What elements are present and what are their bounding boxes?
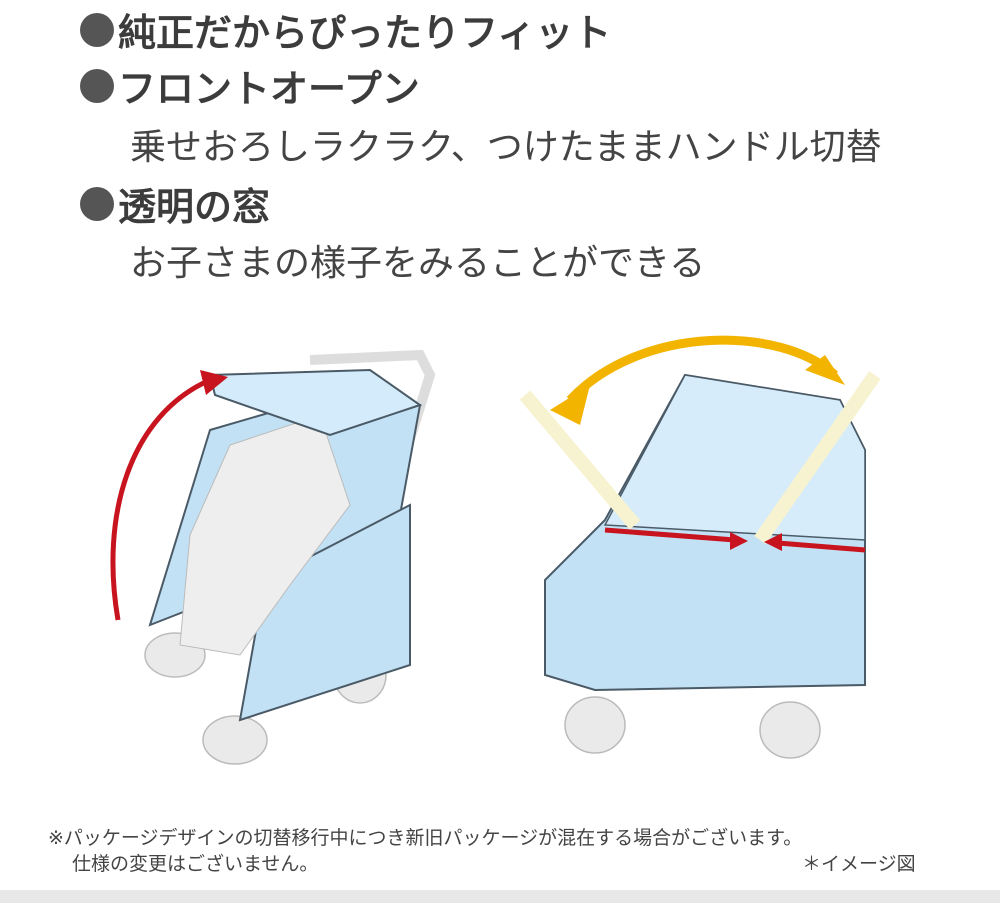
package-note: ※パッケージデザインの切替移行中につき新旧パッケージが混在する場合がございます。 bbox=[48, 827, 803, 849]
cover-roof-flap bbox=[208, 368, 423, 437]
yellow-double-arrow bbox=[566, 335, 839, 404]
arrow-head-right bbox=[805, 355, 845, 385]
image-caption: ＊イメージ図 bbox=[802, 853, 916, 875]
feature-title: 透明の窓 bbox=[118, 185, 271, 229]
cover-back bbox=[238, 503, 411, 722]
arrow-head-left bbox=[550, 385, 590, 425]
stroller-wheels bbox=[564, 696, 821, 759]
handle-left bbox=[520, 390, 641, 530]
zipper-arrow-right bbox=[777, 540, 866, 553]
zipper-arrow-left bbox=[604, 527, 736, 543]
bullet-icon bbox=[80, 68, 114, 103]
spec-note: 仕様の変更はございません。 bbox=[72, 853, 319, 875]
bottom-band bbox=[0, 890, 1000, 903]
feature-window: 透明の窓 bbox=[80, 176, 270, 231]
stroller-handle-switch-illustration bbox=[520, 335, 881, 759]
arrow-head bbox=[200, 370, 228, 395]
open-arrow-red bbox=[110, 377, 212, 621]
stroller-open-illustration bbox=[110, 349, 436, 765]
bullet-icon bbox=[80, 12, 114, 47]
feature-front-open: フロントオープン bbox=[80, 58, 420, 113]
feature-title: フロントオープン bbox=[118, 67, 420, 111]
bullet-icon bbox=[80, 186, 114, 221]
handle-right bbox=[754, 370, 881, 545]
feature-fit: 純正だからぴったりフィット bbox=[80, 2, 611, 57]
feature-title: 純正だからぴったりフィット bbox=[118, 11, 612, 55]
feature-description: お子さまの様子をみることができる bbox=[130, 243, 706, 284]
feature-description: 乗せおろしラクラク、つけたままハンドル切替 bbox=[130, 127, 882, 168]
